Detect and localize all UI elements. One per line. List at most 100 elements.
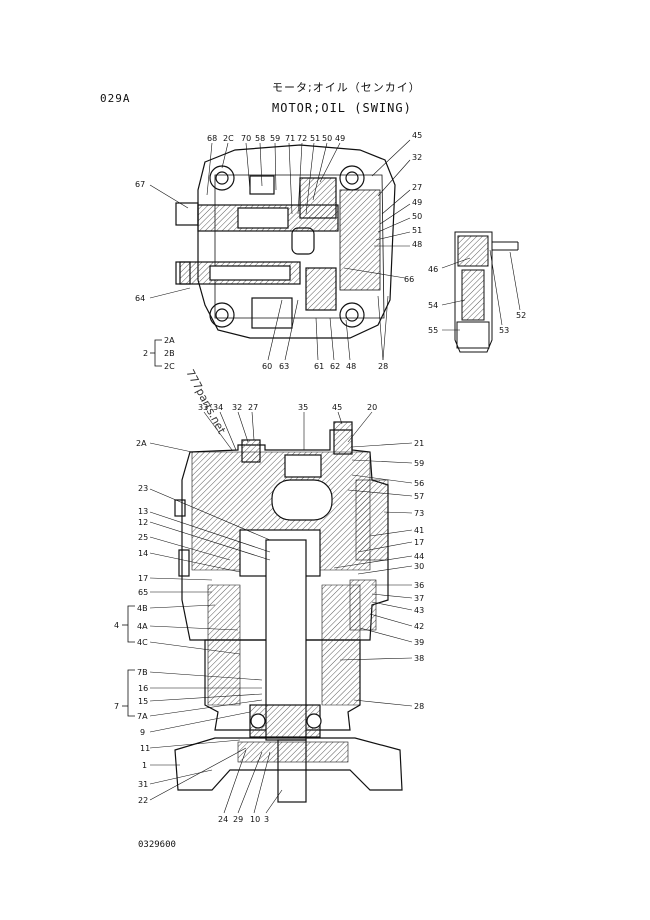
part-label: 24: [218, 815, 228, 824]
group-label: 7: [114, 702, 119, 711]
part-label: 38: [414, 654, 424, 663]
title-english: MOTOR;OIL (SWING): [272, 101, 412, 115]
part-label: 4C: [137, 638, 148, 647]
part-label: 50: [412, 212, 422, 221]
part-label: 58: [255, 134, 265, 143]
part-label: 60: [262, 362, 272, 371]
part-label: 27: [412, 183, 422, 192]
part-label: 56: [414, 479, 424, 488]
part-label: 65: [138, 588, 148, 597]
section-view-leaders: [149, 411, 413, 814]
part-label: 2A: [136, 439, 147, 448]
part-label: 64: [135, 294, 145, 303]
part-label: 31: [138, 780, 148, 789]
part-label: 30: [414, 562, 424, 571]
part-label: 46: [428, 265, 438, 274]
title-japanese: モータ;オイル（センカイ）: [272, 81, 421, 94]
part-label: 48: [346, 362, 356, 371]
part-label: 21: [414, 439, 424, 448]
group-4-7-brackets: [122, 605, 135, 717]
side-detail-labels: 46 54 55 53 52: [428, 265, 526, 335]
part-label: 12: [138, 518, 148, 527]
part-label: 35: [298, 403, 308, 412]
part-label: 16: [138, 684, 148, 693]
part-label: 51: [310, 134, 320, 143]
part-label: 71: [285, 134, 295, 143]
part-label: 32: [232, 403, 242, 412]
part-label: 14: [138, 549, 148, 558]
part-label: 7B: [137, 668, 148, 677]
part-label: 59: [414, 459, 424, 468]
page-code: 029A: [100, 92, 131, 105]
part-label: 29: [233, 815, 243, 824]
part-label: 36: [414, 581, 424, 590]
part-label: 72: [297, 134, 307, 143]
part-label: 27: [248, 403, 258, 412]
part-label: 17: [414, 538, 424, 547]
side-detail-leaders: [441, 249, 521, 331]
part-label: 17: [138, 574, 148, 583]
part-label: 43: [414, 606, 424, 615]
part-label: 2C: [223, 134, 234, 143]
part-label: 22: [138, 796, 148, 805]
part-label: 67: [135, 180, 145, 189]
group-sub-label: 2A: [164, 336, 175, 345]
part-label: 3: [264, 815, 269, 824]
watermark-text: 777parts.net: [183, 367, 228, 436]
part-label: 54: [428, 301, 438, 310]
part-label: 41: [414, 526, 424, 535]
group-2-bracket: [150, 339, 162, 367]
part-label: 63: [279, 362, 289, 371]
part-label: 42: [414, 622, 424, 631]
part-label: 25: [138, 533, 148, 542]
part-label: 51: [412, 226, 422, 235]
part-label: 4A: [137, 622, 148, 631]
side-detail-drawing: [454, 231, 519, 353]
part-label: 45: [412, 131, 422, 140]
part-label: 10: [250, 815, 260, 824]
section-view-drawing: [174, 421, 403, 803]
part-label: 13: [138, 507, 148, 516]
part-label: 9: [140, 728, 145, 737]
part-label: 50: [322, 134, 332, 143]
part-label: 15: [138, 697, 148, 706]
part-label: 48: [412, 240, 422, 249]
part-label: 28: [378, 362, 388, 371]
section-view-labels: 33 34 32 27 35 45 20 2A 23 13 12 25 14 1…: [114, 403, 424, 824]
group-label: 2: [143, 349, 148, 358]
part-label: 37: [414, 594, 424, 603]
part-label: 33: [198, 403, 208, 412]
part-label: 32: [412, 153, 422, 162]
part-label: 61: [314, 362, 324, 371]
part-label: 44: [414, 552, 424, 561]
part-label: 55: [428, 326, 438, 335]
part-label: 4B: [137, 604, 148, 613]
top-view-labels: 68 2C 70 58 59 71 72 51 50 49 67 64 45 3…: [135, 131, 422, 371]
part-label: 62: [330, 362, 340, 371]
part-label: 73: [414, 509, 424, 518]
drawing-number: 0329600: [138, 840, 176, 850]
part-label: 53: [499, 326, 509, 335]
part-label: 49: [335, 134, 345, 143]
part-label: 20: [367, 403, 377, 412]
part-label: 57: [414, 492, 424, 501]
part-label: 11: [140, 744, 150, 753]
part-label: 34: [213, 403, 223, 412]
part-label: 52: [516, 311, 526, 320]
part-label: 49: [412, 198, 422, 207]
top-view-leaders: [149, 139, 411, 361]
part-label: 1: [142, 761, 147, 770]
part-label: 39: [414, 638, 424, 647]
group-sub-label: 2C: [164, 362, 175, 371]
part-label: 45: [332, 403, 342, 412]
part-label: 28: [414, 702, 424, 711]
part-label: 23: [138, 484, 148, 493]
part-label: 68: [207, 134, 217, 143]
part-label: 59: [270, 134, 280, 143]
part-label: 7A: [137, 712, 148, 721]
group-sub-label: 2B: [164, 349, 175, 358]
top-view-drawing: [175, 144, 396, 339]
part-label: 66: [404, 275, 414, 284]
group-label: 4: [114, 621, 119, 630]
